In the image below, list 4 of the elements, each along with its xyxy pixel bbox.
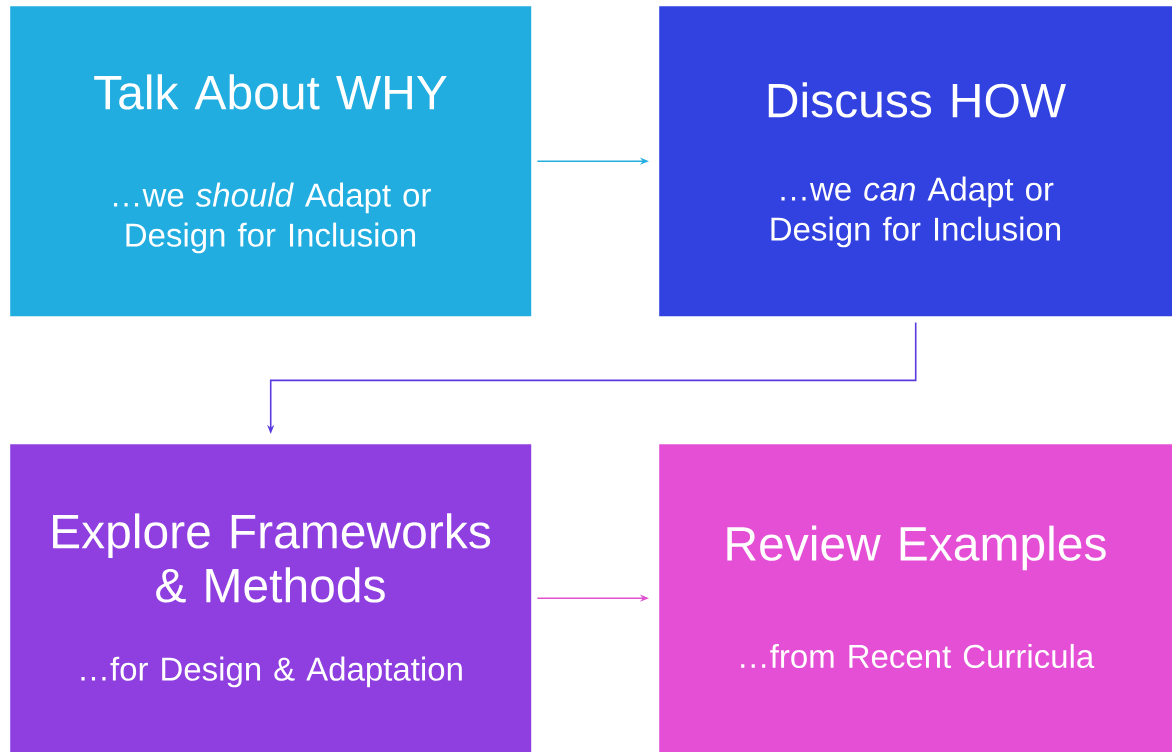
process-box: Explore Frameworks & Methods …for Design & Adaptation [10,444,532,752]
process-box: Discuss HOW …we can Adapt or Design for Inclusion [659,6,1172,317]
process-box: Review Examples …from Recent Curricula [659,444,1172,752]
process-box: Talk About WHY …we should Adapt or Design for Inclusion [10,6,532,317]
